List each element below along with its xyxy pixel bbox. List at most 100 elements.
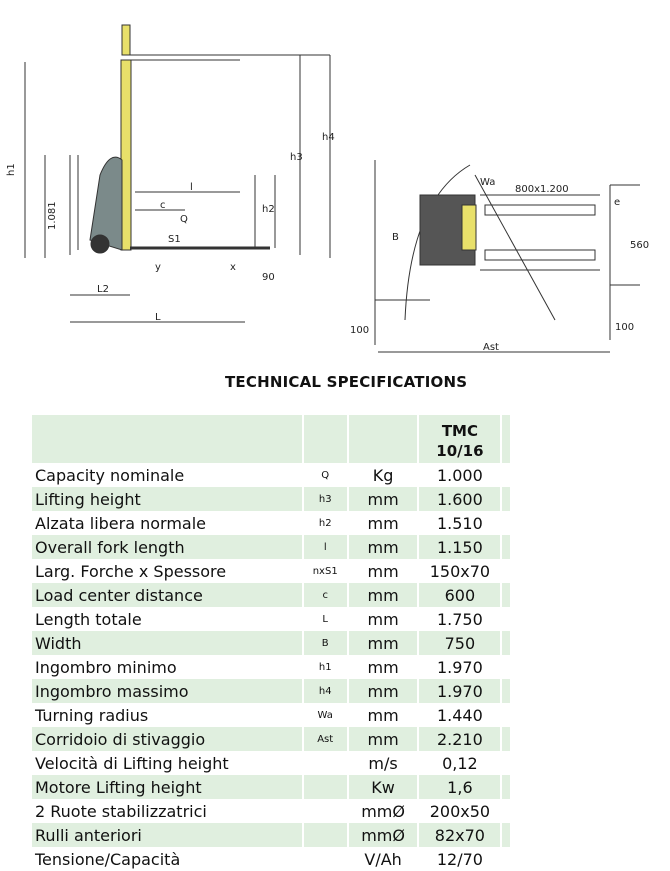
dim-label: S1 [168,234,181,245]
spec-label: Capacity nominale [32,463,304,487]
spec-label: Ingombro minimo [32,655,304,679]
spec-value: 82x70 [418,823,503,847]
model-name: TMC [441,422,478,440]
spec-value: 1.440 [418,703,503,727]
spec-label: Turning radius [32,703,304,727]
spec-extra [501,655,512,679]
header-unit [347,415,420,463]
dim-label: e [614,197,620,208]
dim-label: h4 [322,132,335,143]
spec-symbol: Ast [302,727,349,751]
spec-symbol [302,751,349,775]
spec-unit: mm [347,559,420,583]
dim-label: l [190,182,193,193]
spec-symbol: l [302,535,349,559]
header-symbol [302,415,349,463]
spec-extra [501,751,512,775]
spec-symbol: h1 [302,655,349,679]
dim-label: Q [180,214,188,225]
spec-value: 1,6 [418,775,503,799]
spec-symbol: B [302,631,349,655]
spec-extra [501,679,512,703]
spec-label: Tensione/Capacità [32,847,304,871]
spec-symbol: h2 [302,511,349,535]
spec-unit: mm [347,487,420,511]
spec-value: 2.210 [418,727,503,751]
spec-extra [501,703,512,727]
spec-value: 200x50 [418,799,503,823]
dim-label: L [155,312,161,323]
header-label [32,415,304,463]
spec-label: Rulli anteriori [32,823,304,847]
spec-label: Motore Lifting height [32,775,304,799]
spec-value: 1.150 [418,535,503,559]
spec-unit: mm [347,703,420,727]
spec-unit: m/s [347,751,420,775]
spec-symbol [302,775,349,799]
spec-unit: Kg [347,463,420,487]
spec-value: 12/70 [418,847,503,871]
spec-value: 1.600 [418,487,503,511]
dim-label: 90 [262,272,275,283]
header-extra [501,415,512,463]
dim-label: B [392,232,399,243]
spec-unit: V/Ah [347,847,420,871]
dim-label: h2 [262,204,275,215]
spec-unit: mmØ [347,823,420,847]
spec-symbol: nxS1 [302,559,349,583]
spec-value: 600 [418,583,503,607]
spec-label: Corridoio di stivaggio [32,727,304,751]
spec-extra [501,463,512,487]
spec-label: Overall fork length [32,535,304,559]
dim-label: c [160,200,166,211]
spec-extra [501,799,512,823]
spec-unit: Kw [347,775,420,799]
dim-label: L2 [97,284,109,295]
spec-unit: mmØ [347,799,420,823]
spec-value: 1.970 [418,655,503,679]
spec-extra [501,847,512,871]
spec-value: 0,12 [418,751,503,775]
dim-label: h1 [6,163,17,176]
spec-label: Ingombro massimo [32,679,304,703]
dim-label: 800x1.200 [515,184,569,195]
spec-unit: mm [347,631,420,655]
spec-unit: mm [347,535,420,559]
dim-label: Wa [480,177,495,188]
spec-symbol: L [302,607,349,631]
spec-symbol: Q [302,463,349,487]
spec-label: Velocità di Lifting height [32,751,304,775]
spec-symbol [302,847,349,871]
spec-label: Lifting height [32,487,304,511]
dim-label: 1.081 [47,201,58,230]
spec-symbol [302,823,349,847]
spec-value: 150x70 [418,559,503,583]
spec-extra [501,823,512,847]
spec-value: 1.970 [418,679,503,703]
spec-unit: mm [347,679,420,703]
spec-extra [501,727,512,751]
dim-label: 100 [615,322,634,333]
spec-symbol: h3 [302,487,349,511]
dim-label: 100 [350,325,369,336]
spec-label: 2 Ruote stabilizzatrici [32,799,304,823]
spec-extra [501,631,512,655]
spec-label: Load center distance [32,583,304,607]
